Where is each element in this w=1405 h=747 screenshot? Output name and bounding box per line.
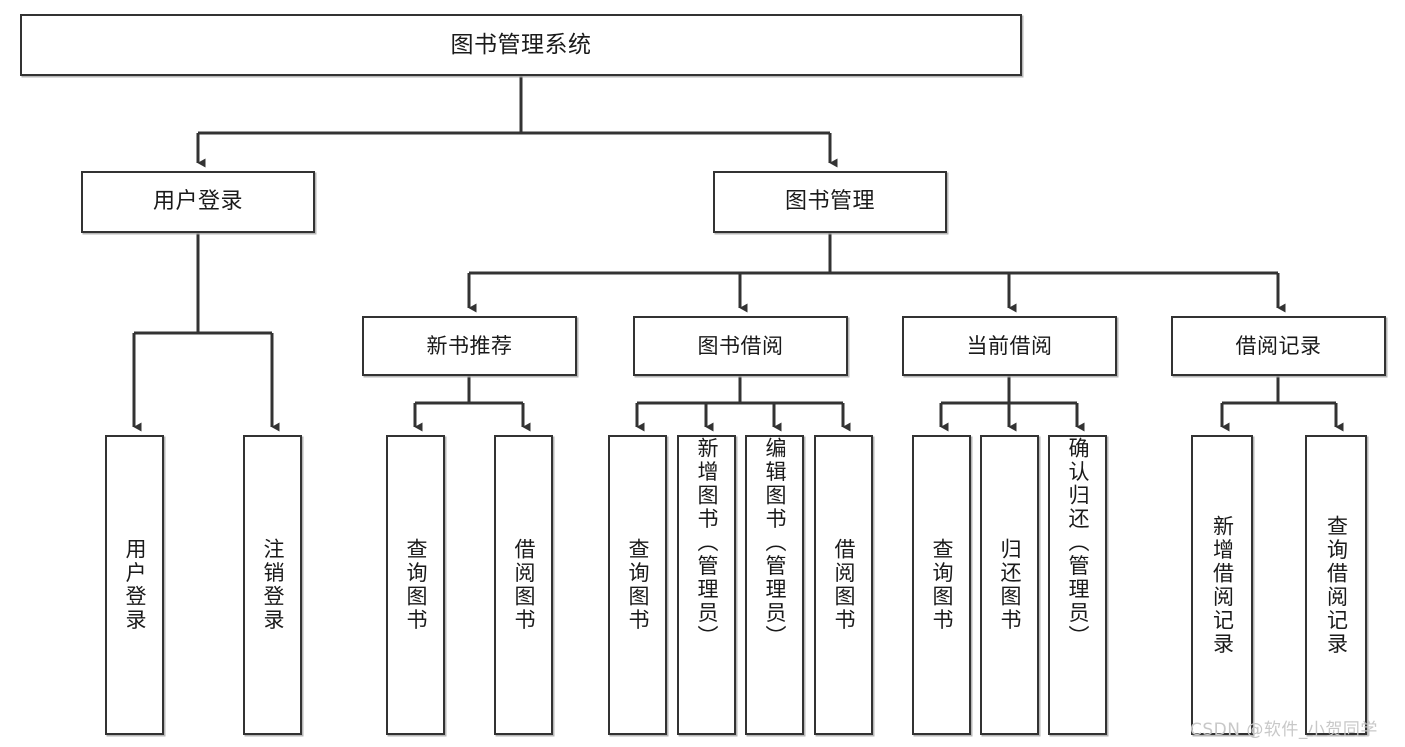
node-current-borrow[interactable]: 当前借阅 (902, 316, 1117, 376)
node-label: 借阅图书 (512, 538, 536, 632)
node-user-login[interactable]: 用户登录 (81, 171, 315, 233)
node-label: 用户登录 (152, 189, 243, 215)
node-label: 图书借阅 (697, 333, 784, 358)
leaf-confirm-return[interactable]: 确认归还（管理员） (1048, 435, 1107, 735)
csdn-watermark: CSDN @软件_小贺同学 (1190, 720, 1378, 740)
node-new-book-recommend[interactable]: 新书推荐 (362, 316, 577, 376)
leaf-add-book[interactable]: 新增图书（管理员） (677, 435, 736, 735)
node-label: 借阅记录 (1235, 333, 1322, 358)
node-label: 新增图书（管理员） (695, 437, 719, 649)
leaf-add-borrow-record[interactable]: 新增借阅记录 (1191, 435, 1253, 735)
node-label: 归还图书 (998, 538, 1022, 632)
node-borrow-record[interactable]: 借阅记录 (1171, 316, 1386, 376)
node-label: 查询图书 (930, 538, 954, 632)
node-label: 图书管理系统 (450, 31, 592, 58)
leaf-edit-book[interactable]: 编辑图书（管理员） (745, 435, 804, 735)
leaf-query-borrow-record[interactable]: 查询借阅记录 (1305, 435, 1367, 735)
node-label: 当前借阅 (966, 333, 1053, 358)
node-book-manage[interactable]: 图书管理 (713, 171, 947, 233)
node-label: 编辑图书（管理员） (763, 437, 787, 649)
node-label: 查询借阅记录 (1324, 514, 1349, 656)
node-label: 查询图书 (626, 538, 650, 632)
node-label: 图书管理 (784, 189, 875, 215)
node-label: 借阅图书 (832, 538, 856, 632)
leaf-query-book-3[interactable]: 查询图书 (912, 435, 971, 735)
node-label: 确认归还（管理员） (1066, 437, 1090, 649)
node-label: 新增借阅记录 (1210, 514, 1235, 656)
leaf-borrow-book-2[interactable]: 借阅图书 (814, 435, 873, 735)
leaf-query-book-2[interactable]: 查询图书 (608, 435, 667, 735)
node-label: 查询图书 (404, 538, 428, 632)
node-label: 新书推荐 (426, 333, 513, 358)
node-label: 用户登录 (123, 538, 147, 632)
node-root-system[interactable]: 图书管理系统 (20, 14, 1022, 76)
leaf-user-login[interactable]: 用户登录 (105, 435, 164, 735)
leaf-logout-login[interactable]: 注销登录 (243, 435, 302, 735)
node-label: 注销登录 (261, 538, 285, 632)
leaf-query-book-1[interactable]: 查询图书 (386, 435, 445, 735)
node-book-borrow[interactable]: 图书借阅 (633, 316, 848, 376)
leaf-return-book[interactable]: 归还图书 (980, 435, 1039, 735)
leaf-borrow-book-1[interactable]: 借阅图书 (494, 435, 553, 735)
